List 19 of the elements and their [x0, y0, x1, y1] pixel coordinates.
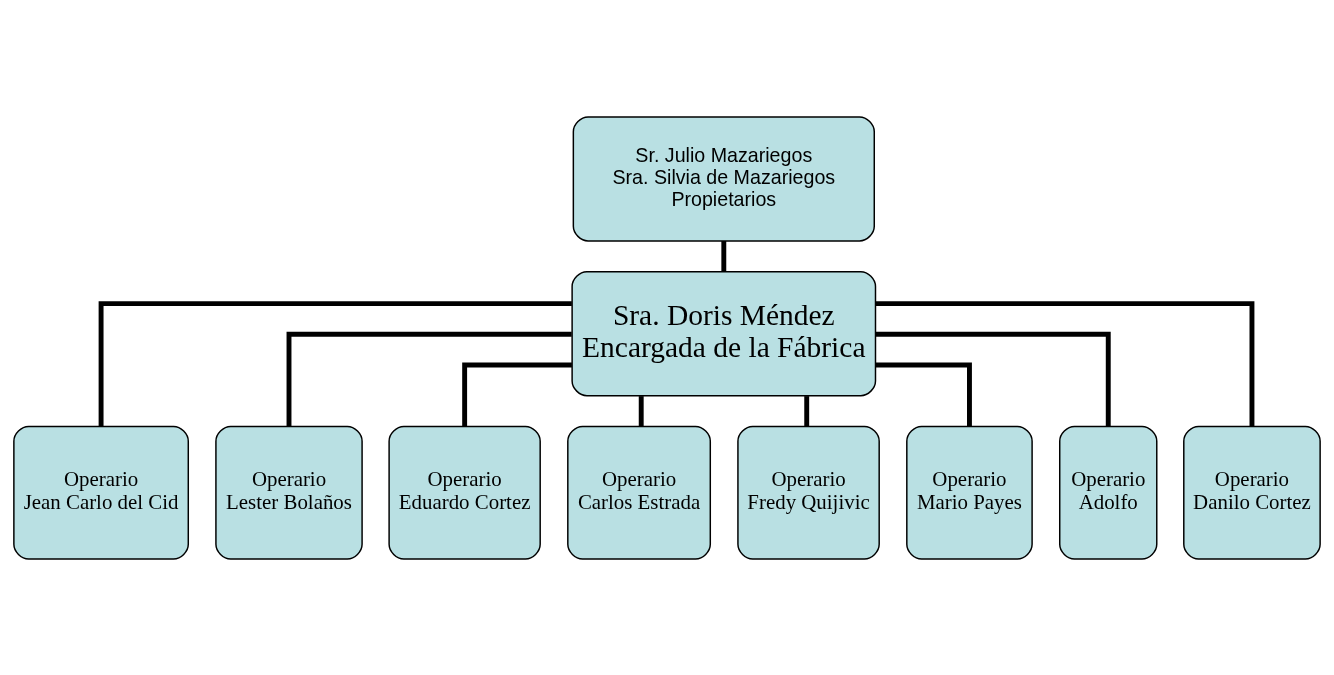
connector — [98, 300, 572, 426]
node-box: Operario Jean Carlo del Cid — [13, 425, 190, 560]
node-box: Operario Lester Bolaños — [215, 425, 363, 560]
connector — [804, 395, 810, 426]
connector — [286, 331, 572, 426]
node-box: Operario Danilo Cortez — [1183, 425, 1321, 560]
connector — [721, 240, 727, 272]
node-box: Sr. Julio Mazariegos Sra. Silvia de Mazariegos Propietarios — [572, 115, 875, 242]
node-box: Operario Mario Payes — [906, 425, 1033, 560]
node-box: Operario Fredy Quijivic — [737, 425, 880, 560]
connector — [638, 395, 644, 426]
node-box: Sra. Doris Méndez Encargada de la Fábrica — [571, 270, 877, 396]
connector — [875, 300, 1255, 426]
node-box: Operario Eduardo Cortez — [388, 425, 541, 560]
connector — [875, 362, 972, 426]
connector — [875, 331, 1111, 426]
node-box: Operario Adolfo — [1059, 425, 1158, 560]
node-box: Operario Carlos Estrada — [567, 425, 712, 560]
connector — [462, 362, 572, 426]
